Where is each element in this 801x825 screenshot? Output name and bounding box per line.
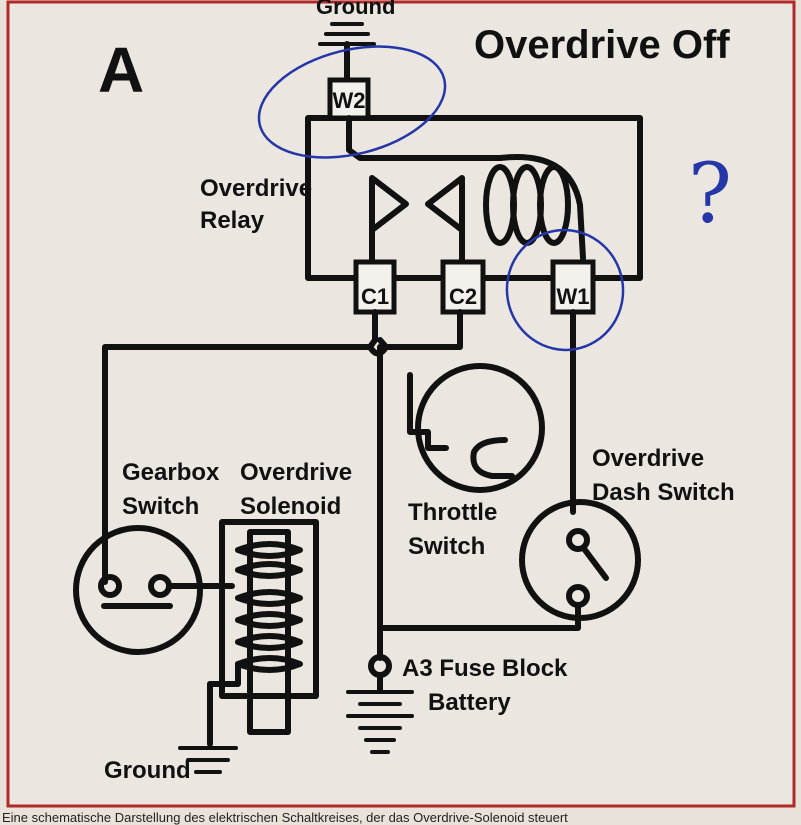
dash-label-line2: Dash Switch bbox=[592, 479, 735, 506]
gearbox-switch-body bbox=[73, 525, 203, 655]
terminal-c1-label: C1 bbox=[361, 284, 389, 309]
relay-label-line2: Relay bbox=[200, 207, 265, 234]
dash-switch-contact-top bbox=[566, 528, 590, 552]
handwritten-question-mark: ? bbox=[688, 147, 732, 242]
diagram-panel bbox=[8, 2, 794, 806]
wire-dash-return bbox=[377, 602, 581, 631]
throttle-switch-wire bbox=[407, 372, 449, 451]
battery-symbol bbox=[346, 690, 414, 754]
wire-c2-link bbox=[383, 309, 463, 350]
relay-coil bbox=[483, 154, 586, 261]
battery-label: Battery bbox=[428, 689, 511, 716]
handwritten-circle-w2 bbox=[257, 45, 447, 159]
solenoid-label-line2: Solenoid bbox=[240, 493, 341, 520]
solenoid-coil bbox=[207, 541, 303, 687]
terminal-c2-label: C2 bbox=[449, 284, 477, 309]
handwritten-circle-w1 bbox=[505, 228, 625, 352]
ground-bottom-label: Ground bbox=[104, 757, 191, 784]
gearbox-label-line1: Gearbox bbox=[122, 459, 220, 486]
terminal-w1 bbox=[550, 259, 596, 315]
throttle-switch-cam bbox=[470, 437, 515, 479]
relay-label-line1: Overdrive bbox=[200, 175, 312, 202]
diagram-title: Overdrive Off bbox=[474, 23, 730, 67]
diagram-frame bbox=[6, 0, 796, 808]
ground-top-label: Ground bbox=[316, 0, 395, 19]
wire-to-gearbox bbox=[102, 344, 373, 585]
dash-switch-lever bbox=[582, 547, 609, 581]
terminal-c2 bbox=[440, 259, 486, 315]
relay-contact-right bbox=[425, 175, 465, 233]
figure-caption: Eine schematische Darstellung des elektr… bbox=[2, 810, 568, 825]
dash-label-line1: Overdrive bbox=[592, 445, 704, 472]
solenoid-housing bbox=[219, 519, 319, 699]
relay-contact-left bbox=[369, 175, 409, 233]
terminal-w1-label: W1 bbox=[557, 284, 590, 309]
gearbox-switch-contact-left bbox=[98, 574, 122, 598]
fuse-label: A3 Fuse Block bbox=[402, 655, 568, 682]
solenoid-plunger bbox=[247, 529, 291, 735]
throttle-label-line1: Throttle bbox=[408, 499, 497, 526]
terminal-w2-label: W2 bbox=[333, 88, 366, 113]
throttle-switch-body bbox=[415, 363, 545, 493]
ground-bottom-symbol bbox=[178, 746, 238, 774]
diagram-letter: A bbox=[98, 34, 144, 106]
solenoid-label-line1: Overdrive bbox=[240, 459, 352, 486]
throttle-label-line2: Switch bbox=[408, 533, 485, 560]
gearbox-label-line2: Switch bbox=[122, 493, 199, 520]
